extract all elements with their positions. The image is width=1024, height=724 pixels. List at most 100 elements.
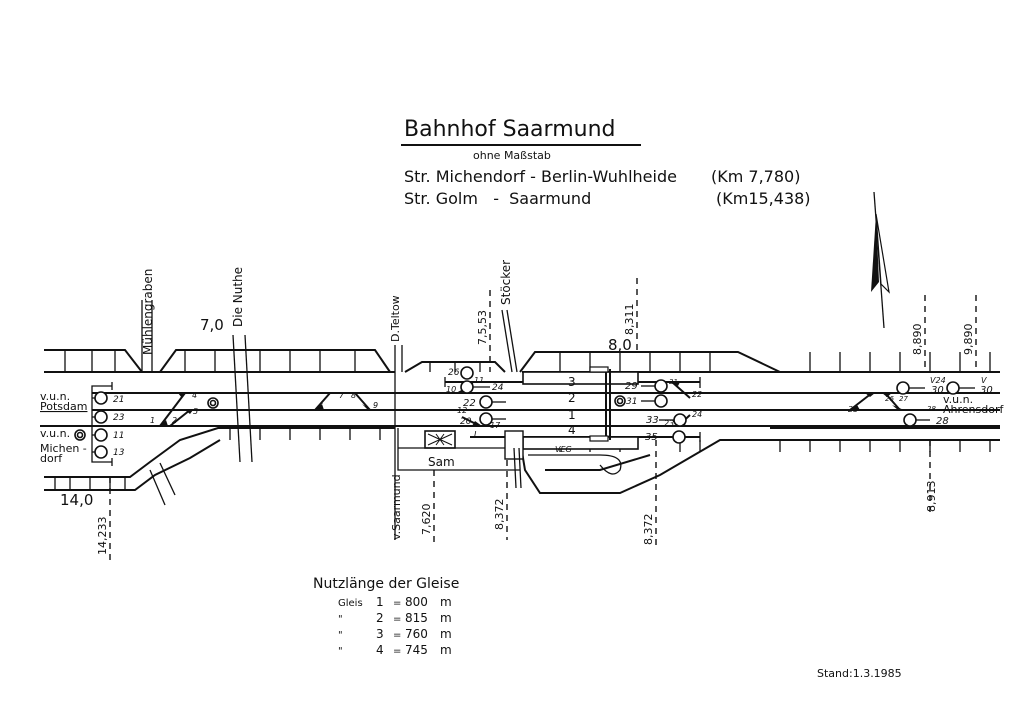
signal-22-label: 22 — [463, 398, 476, 409]
row-track: 2 — [376, 611, 384, 625]
page-title: Bahnhof Saarmund — [404, 117, 616, 142]
row-unit: m — [440, 611, 452, 625]
row-prefix: " — [338, 614, 343, 625]
signal-28-label: 28 — [936, 416, 949, 427]
nuthe-line-2 — [244, 334, 253, 463]
route-line-2: Str. Golm - Saarmund — [404, 189, 592, 208]
row-track: 3 — [376, 627, 384, 641]
km-8-890: 8,890 — [911, 324, 924, 356]
north-arrow-icon — [871, 191, 890, 329]
switch-21-label: 21 — [669, 378, 678, 386]
signal-v-label: V — [981, 376, 987, 385]
row-length: 760 — [405, 627, 428, 641]
switch-9-label: 9 — [373, 401, 378, 410]
signals — [74, 366, 975, 459]
ahrensdorf-label-1: v.u.n. — [943, 393, 973, 406]
switch-28-label: 28 — [927, 405, 936, 413]
switch-27-label: 27 — [899, 395, 908, 403]
route-line-2-km: (Km15,438) — [716, 189, 811, 208]
km-14-233: 14,233 — [96, 517, 109, 556]
title-underline — [401, 144, 641, 146]
switch-25-label: 25 — [848, 405, 858, 414]
michendorf-label-3: dorf — [40, 452, 63, 465]
signal-29-label: 29 — [625, 381, 638, 392]
row-eq: = — [393, 598, 401, 609]
switch-23-label: 23 — [664, 419, 674, 428]
signal-17-label: 17 — [490, 421, 501, 430]
switch-i-label: I — [474, 430, 477, 439]
signal-30a-label: 30 — [931, 385, 944, 396]
switch-11-label: 11 — [474, 376, 484, 385]
route-line-1-km: (Km 7,780) — [711, 167, 801, 186]
stand-date: Stand:1.3.1985 — [817, 667, 902, 680]
km-9-890: 9,890 — [962, 324, 975, 356]
row-unit: m — [440, 627, 452, 641]
switch-22-label: 22 — [692, 390, 702, 399]
stoecker-road — [501, 309, 513, 373]
switch-26-label: 26 — [885, 395, 894, 403]
km-8-913: 8,913 — [925, 481, 938, 513]
nuthe-line-1 — [232, 334, 241, 463]
switches — [159, 381, 904, 427]
signal-31-label: 31 — [626, 397, 637, 407]
michendorf-label-2: Michen - — [40, 442, 87, 455]
switch-10-label: 10 — [446, 385, 456, 394]
switch-24-label: 24 — [692, 410, 702, 419]
switch-2-label: 2 — [172, 416, 177, 425]
nuthe-label: Die Nuthe — [231, 267, 245, 327]
signal-21-label: 21 — [113, 395, 124, 405]
teltow-label: D.Teltow — [389, 295, 402, 342]
row-length: 815 — [405, 611, 428, 625]
row-prefix: " — [338, 630, 343, 641]
switch-7-label: 7 — [339, 391, 345, 400]
switch-12-label: 12 — [457, 406, 467, 415]
scale-note: ohne Maßstab — [473, 149, 551, 162]
platform-north — [522, 371, 639, 385]
signal-v24-label: V24 — [930, 376, 946, 385]
row-unit: m — [440, 595, 452, 609]
ahrensdorf-label-2: Ahrensdorf — [943, 403, 1004, 416]
veg-label: VEG — [555, 445, 572, 454]
track-lines — [40, 377, 1000, 442]
stoecker-label: Stöcker — [499, 260, 513, 305]
signal-24-label: 24 — [492, 383, 504, 393]
km-7-620: 7,620 — [420, 504, 433, 536]
usable-length-title: Nutzlänge der Gleise — [313, 576, 459, 592]
route-line-1: Str. Michendorf - Berlin-Wuhlheide — [404, 167, 677, 186]
signal-35-label: 35 — [645, 432, 658, 443]
switch-8-label: 8 — [351, 391, 356, 400]
signal-11-label: 11 — [113, 431, 124, 441]
signal-26-label: 26 — [448, 368, 460, 378]
row-track: 4 — [376, 643, 384, 657]
row-prefix: Gleis — [338, 598, 363, 609]
km-8-372-a: 8,372 — [493, 499, 506, 531]
track-1-label: 1 — [568, 408, 576, 422]
km-8-372-b: 8,372 — [642, 514, 655, 546]
sam-label: Sam — [428, 455, 455, 469]
track-4-label: 4 — [568, 423, 576, 437]
muehlengraben-label: Mühlengraben — [141, 269, 155, 355]
switch-6-label: 6 — [318, 402, 323, 411]
west-bracket — [91, 382, 113, 466]
row-eq: = — [393, 630, 401, 641]
signal-23-label: 23 — [113, 413, 125, 423]
row-length: 745 — [405, 643, 428, 657]
upper-embankment-ticks — [64, 350, 991, 372]
km-8-311: 8,311 — [623, 304, 636, 336]
signal-33-label: 33 — [646, 415, 659, 426]
row-unit: m — [440, 643, 452, 657]
saarmund-label: v.Saarmund — [390, 474, 403, 540]
km-8-0: 8,0 — [608, 336, 632, 354]
km-7-0: 7,0 — [200, 316, 224, 334]
row-eq: = — [393, 646, 401, 657]
potsdam-label-2: Potsdam — [40, 400, 87, 413]
km-7-553: 7,5,53 — [476, 310, 489, 345]
signal-30b-label: 30 — [980, 385, 993, 396]
loading-track — [528, 454, 622, 475]
km-14-0: 14,0 — [60, 491, 93, 509]
switch-4-label: 4 — [192, 391, 197, 400]
switch-1-label: 1 — [150, 416, 155, 425]
row-eq: = — [393, 614, 401, 625]
